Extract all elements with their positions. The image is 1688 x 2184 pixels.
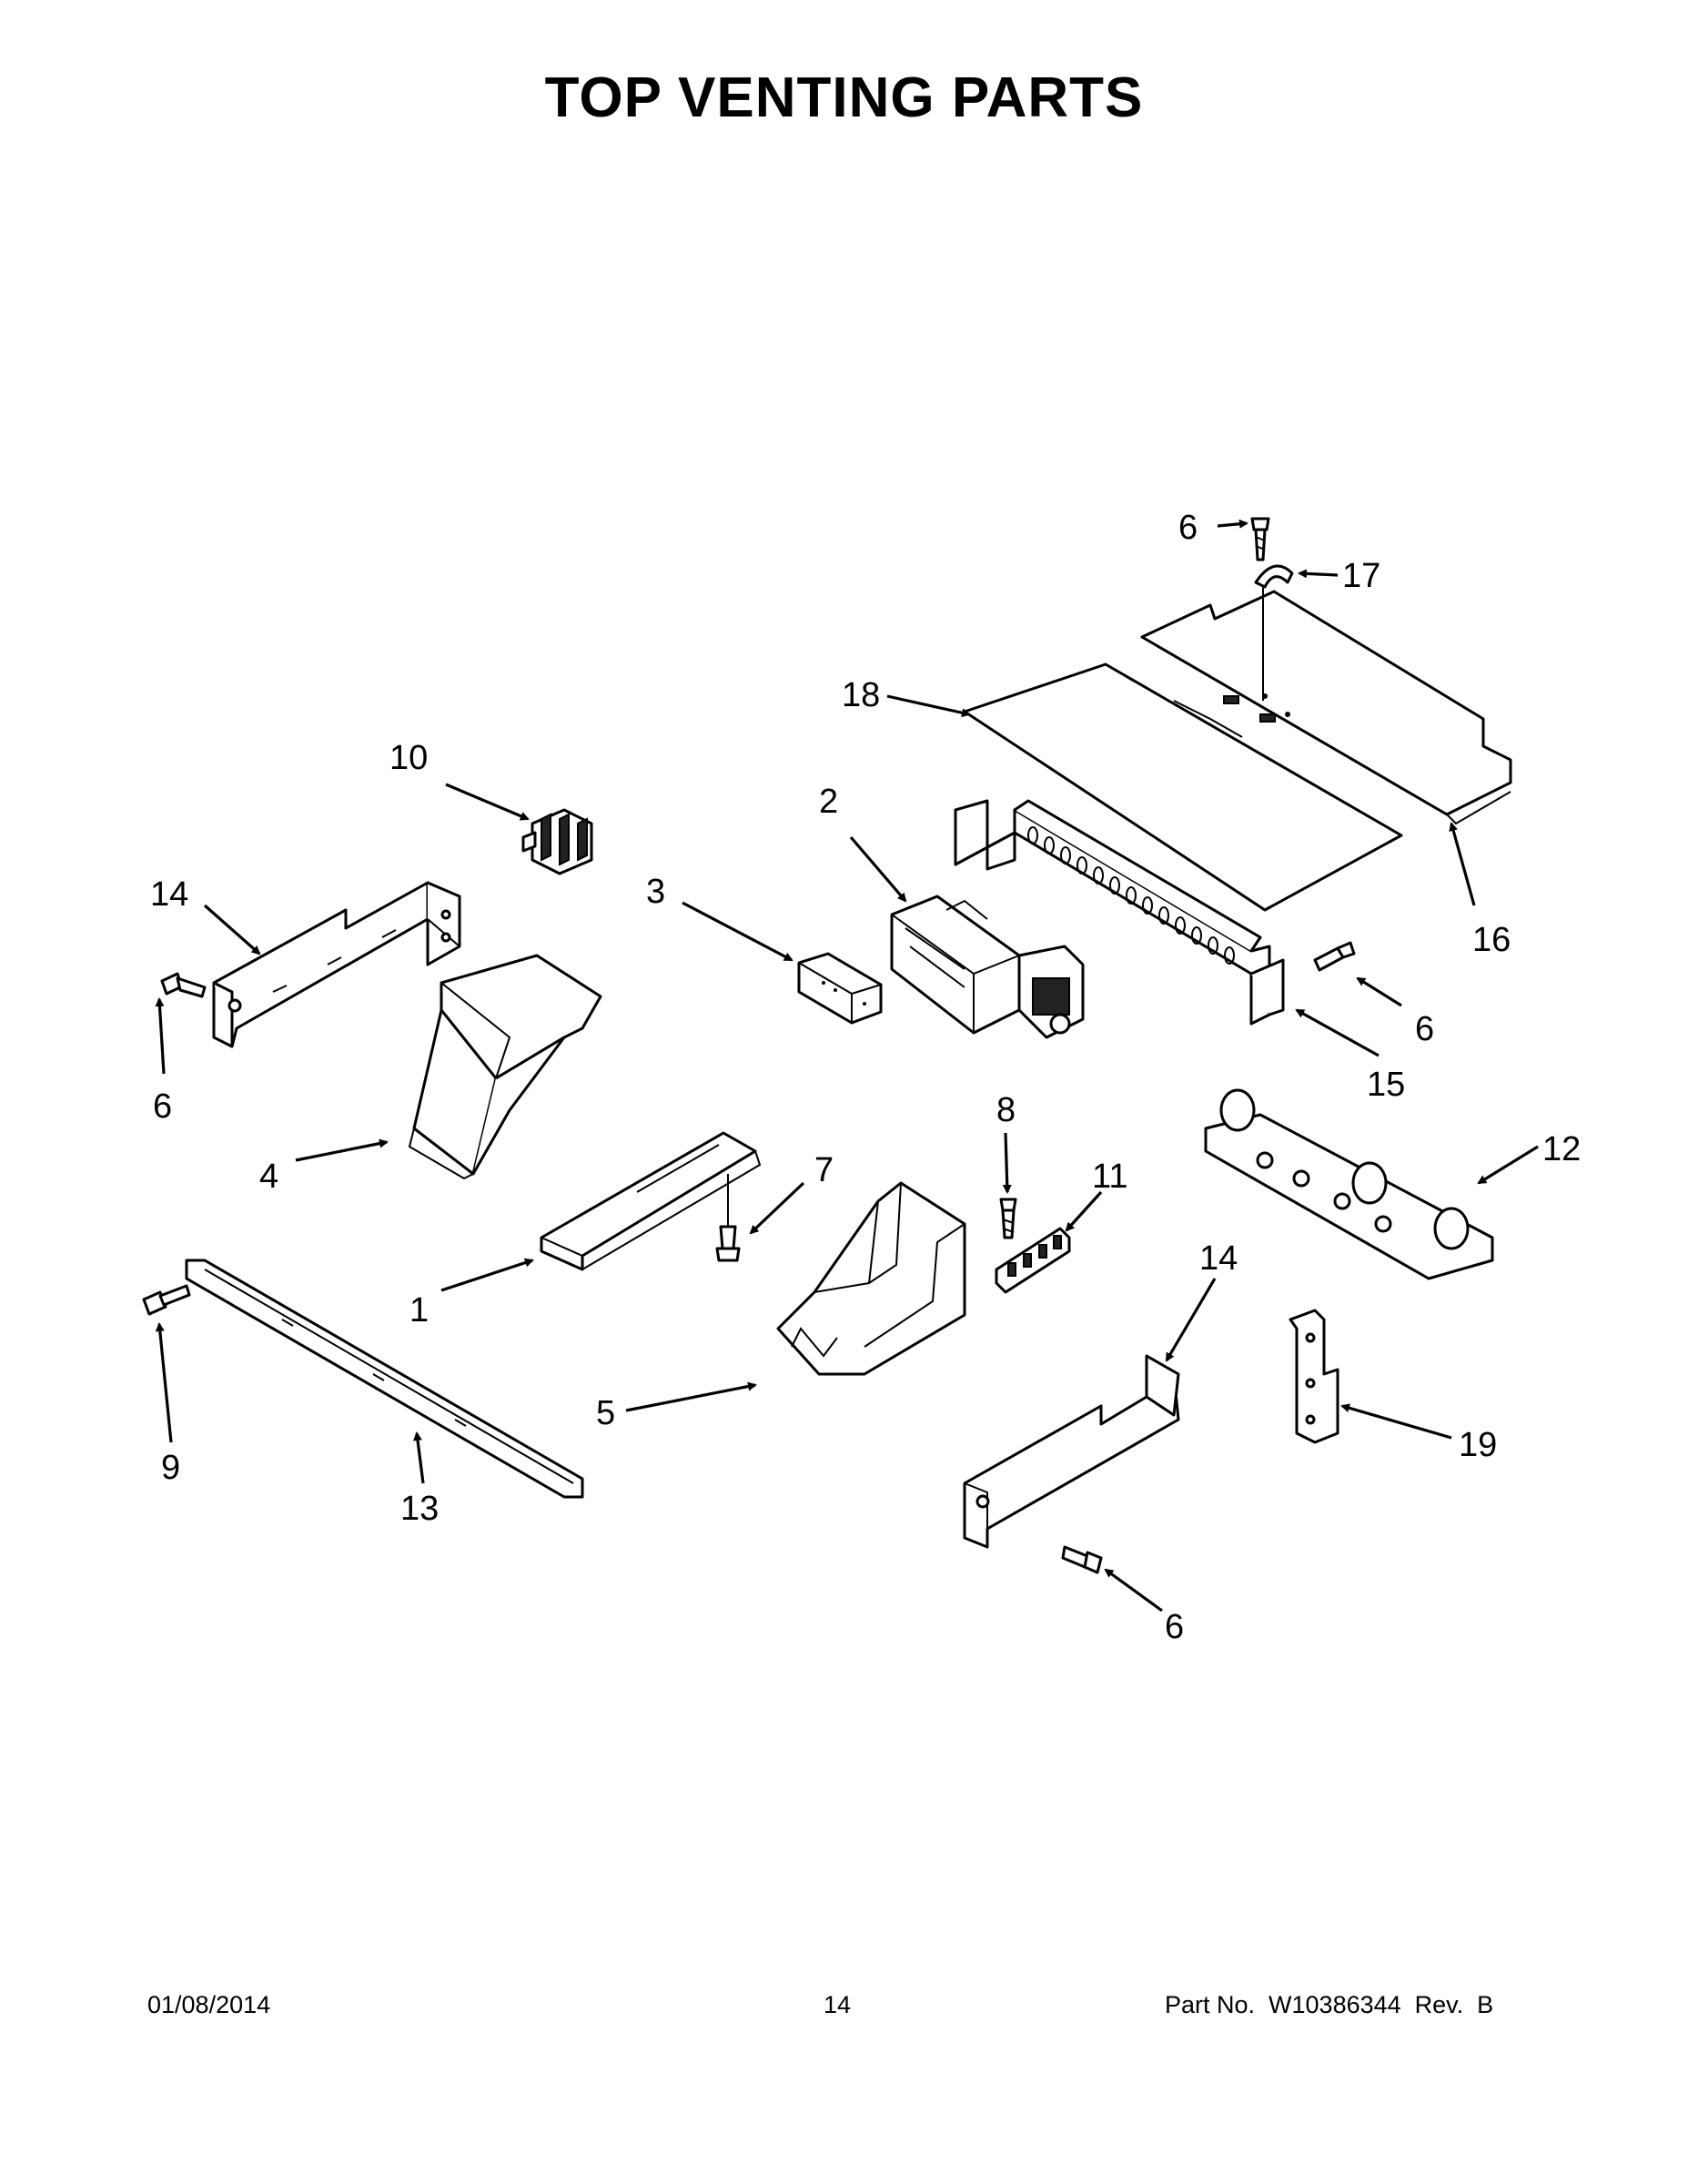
callout-6-top: 6 [1178, 509, 1198, 547]
callout-14-left: 14 [150, 875, 188, 914]
leader-lines [155, 519, 1539, 1613]
part-6-screw-top [1250, 517, 1270, 561]
callout-10: 10 [389, 739, 428, 777]
part-13-rail [185, 1259, 584, 1499]
part-4-duct [408, 954, 602, 1180]
part-10-terminal-block [521, 808, 593, 875]
part-1-strip [540, 1131, 762, 1271]
part-6-screw-left [160, 972, 207, 998]
part-2-damper-motor-assembly [890, 895, 1085, 1039]
callout-4: 4 [259, 1158, 278, 1196]
callout-14-right: 14 [1199, 1239, 1238, 1278]
part-8-screw [999, 1198, 1017, 1239]
part-16-rear-vent-plate [1140, 590, 1512, 825]
part-14-right-bracket [963, 1354, 1180, 1549]
footer-page-number: 14 [824, 1991, 852, 2018]
part-9-screw [142, 1284, 191, 1316]
part-5-curved-duct [776, 1181, 966, 1376]
callout-3: 3 [646, 873, 665, 911]
callout-19: 19 [1459, 1426, 1497, 1464]
part-6-screw-bottom [1061, 1545, 1103, 1574]
callout-8: 8 [996, 1091, 1016, 1129]
callout-12: 12 [1542, 1130, 1581, 1168]
page-title: TOP VENTING PARTS [544, 66, 1144, 129]
callout-11: 11 [1092, 1158, 1127, 1196]
part-7-screw [715, 1174, 741, 1262]
part-18-vent-cover [963, 662, 1403, 912]
callout-13: 13 [400, 1490, 439, 1528]
callout-6-right: 6 [1415, 1010, 1434, 1048]
footer-part-number: Part No. W10386344 Rev. B [1165, 1991, 1494, 2018]
callout-15: 15 [1367, 1066, 1405, 1104]
callout-18: 18 [842, 676, 880, 714]
part-11-connector-block [995, 1227, 1071, 1294]
part-19-bracket [1289, 1309, 1339, 1444]
part-17-clip [1254, 564, 1294, 701]
callout-17: 17 [1342, 557, 1380, 595]
callout-6-left: 6 [153, 1087, 172, 1126]
part-6-screw-right [1313, 941, 1356, 972]
footer-date: 01/08/2014 [147, 1991, 271, 2018]
callout-1: 1 [409, 1291, 429, 1330]
callout-16: 16 [1472, 921, 1511, 959]
callout-7: 7 [814, 1151, 834, 1189]
callout-5: 5 [596, 1394, 615, 1432]
callout-labels: 6 17 18 16 2 3 10 6 15 14 6 4 1 7 8 11 1… [150, 509, 1581, 1646]
part-14-left-bracket [212, 881, 461, 1048]
part-15-perforated-bracket [954, 799, 1285, 1026]
callout-6-bottom: 6 [1165, 1608, 1184, 1646]
part-12-switch-plate [1204, 1088, 1494, 1280]
part-3-block [797, 952, 883, 1025]
callout-2: 2 [819, 783, 838, 821]
callout-9: 9 [161, 1449, 180, 1487]
